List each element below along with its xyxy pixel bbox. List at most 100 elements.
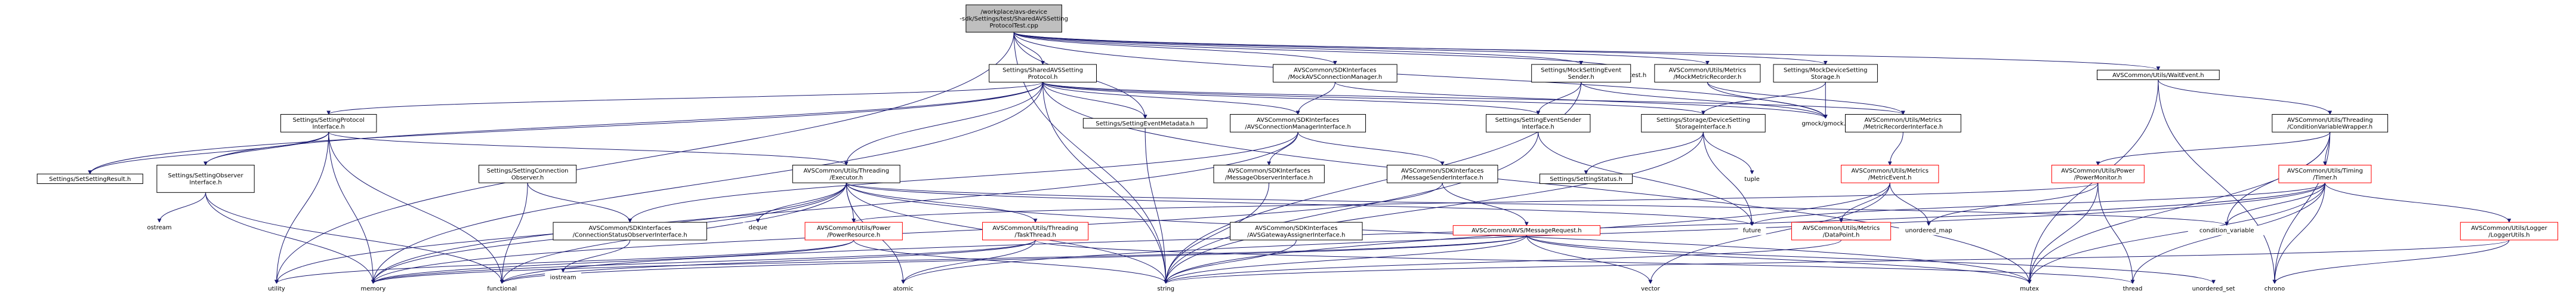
edge-connMgrIf-to-msgObserverIf — [1269, 132, 1298, 165]
node-mockMetricRec[interactable]: AVSCommon/Utils/Metrics/MockMetricRecord… — [1654, 64, 1761, 83]
node-gmock[interactable]: gmock/gmock.h — [1796, 118, 1856, 128]
edge-settingProtoIf-to-executor — [328, 131, 847, 165]
node-label: AVSCommon/SDKInterfaces — [1257, 117, 1339, 124]
node-label: string — [1157, 285, 1174, 292]
node-loggerUtils[interactable]: AVSCommon/Utils/Logger/LoggerUtils.h — [2460, 222, 2559, 241]
edge-executor-to-condVariable — [846, 182, 2226, 225]
node-box — [553, 222, 707, 241]
node-label: Settings/SettingEventMetadata.h — [1096, 121, 1195, 127]
node-tuple[interactable]: tuple — [1738, 174, 1766, 184]
node-label: /PowerMonitor.h — [2074, 175, 2122, 182]
node-messageRequest[interactable]: AVSCommon/AVS/MessageRequest.h — [1452, 225, 1601, 236]
node-connMgrIf[interactable]: AVSCommon/SDKInterfaces/AVSConnectionMan… — [1230, 114, 1366, 133]
node-label: Interface.h — [313, 124, 345, 131]
node-powerMonitor[interactable]: AVSCommon/Utils/Power/PowerMonitor.h — [2051, 164, 2145, 183]
node-label: /Timer.h — [2313, 175, 2337, 182]
node-label: AVSCommon/Utils/Metrics — [1803, 225, 1880, 232]
edge-metricEvent-to-unorderedMap — [1889, 183, 1929, 225]
node-waitEvent[interactable]: AVSCommon/Utils/WaitEvent.h — [2096, 69, 2220, 81]
node-string[interactable]: string — [1152, 283, 1180, 293]
node-future[interactable]: future — [1738, 225, 1766, 235]
edge-storageIf-to-future — [1702, 132, 1752, 225]
node-metricEvent[interactable]: AVSCommon/Utils/Metrics/MetricEvent.h — [1841, 164, 1939, 183]
node-connStatusObsIf[interactable]: AVSCommon/SDKInterfaces/ConnectionStatus… — [553, 222, 707, 241]
node-executor[interactable]: AVSCommon/Utils/Threading/Executor.h — [792, 164, 900, 183]
edge-root-to-waitEvent — [1013, 32, 2158, 70]
edge-sharedProto-to-eventSenderIf — [1042, 82, 1538, 115]
node-msgSenderIf[interactable]: AVSCommon/SDKInterfaces/MessageSenderInt… — [1387, 164, 1498, 183]
node-setResult[interactable]: Settings/SetSettingResult.h — [36, 173, 143, 184]
edge-root-to-utility — [277, 32, 1014, 284]
node-label: /TaskThread.h — [1014, 232, 1056, 238]
edge-sharedProto-to-storageIf — [1042, 82, 1704, 115]
node-box — [1387, 164, 1498, 183]
node-label: Sender.h — [1568, 74, 1594, 81]
node-label: ostream — [147, 225, 171, 231]
edge-sharedProto-to-executor — [846, 82, 1044, 165]
node-mockConnMgr[interactable]: AVSCommon/SDKInterfaces/MockAVSConnectio… — [1273, 64, 1397, 83]
node-root[interactable]: /workplace/avs-device-sdk/Settings/test/… — [960, 4, 1068, 33]
node-utility[interactable]: utility — [260, 283, 294, 293]
edge-eventSenderIf-to-future — [1538, 132, 1752, 225]
node-condVariable[interactable]: condition_variable — [2188, 225, 2266, 235]
edge-powerResource-to-memory — [373, 239, 854, 284]
node-powerResource[interactable]: AVSCommon/Utils/Power/PowerResource.h — [804, 222, 903, 241]
node-storageIf[interactable]: Settings/Storage/DeviceSettingStorageInt… — [1641, 114, 1766, 133]
node-ostream[interactable]: ostream — [140, 222, 178, 232]
node-box — [989, 64, 1097, 83]
node-taskThread[interactable]: AVSCommon/Utils/Threading/TaskThread.h — [982, 222, 1089, 241]
node-label: chrono — [2265, 285, 2285, 292]
edge-settingProtoIf-to-utility — [277, 132, 329, 284]
node-label: Settings/SharedAVSSetting — [1002, 67, 1083, 73]
node-metricRecIf[interactable]: AVSCommon/Utils/Metrics/MetricRecorderIn… — [1844, 114, 1961, 133]
node-box — [1634, 283, 1667, 293]
node-chrono[interactable]: chrono — [2258, 283, 2291, 293]
node-functional[interactable]: functional — [479, 283, 526, 293]
node-label: gmock/gmock.h — [1801, 121, 1849, 127]
edge-powerResource-to-string — [853, 239, 1166, 284]
edge-condVarWrapper-to-chrono — [2275, 132, 2331, 284]
node-timer[interactable]: AVSCommon/Utils/Timing/Timer.h — [2278, 164, 2372, 183]
node-box — [354, 283, 391, 293]
node-dataPoint[interactable]: AVSCommon/Utils/Metrics/DataPoint.h — [1791, 222, 1892, 241]
edge-settingObserverIf-to-ostream — [159, 192, 206, 222]
node-unorderedMap[interactable]: unordered_map — [1899, 225, 1959, 235]
node-label: Protocol.h — [1028, 74, 1058, 81]
node-box — [2014, 283, 2044, 293]
node-label: AVSCommon/AVS/MessageRequest.h — [1471, 228, 1582, 234]
node-label: AVSCommon/SDKInterfaces — [589, 225, 671, 232]
node-iostream[interactable]: iostream — [545, 272, 582, 282]
edge-gatewayAssigner-to-string — [1166, 239, 1297, 284]
edge-mockConnMgr-to-gmock — [1334, 82, 1825, 119]
node-settingStatus[interactable]: Settings/SettingStatus.h — [1540, 173, 1633, 184]
node-box — [260, 283, 294, 293]
edge-msgSenderIf-to-memory — [373, 183, 1443, 284]
node-memory[interactable]: memory — [354, 283, 391, 293]
edge-executor-to-taskThread — [846, 183, 1035, 222]
node-eventMetadata[interactable]: Settings/SettingEventMetadata.h — [1082, 118, 1208, 128]
node-gatewayAssigner[interactable]: AVSCommon/SDKInterfaces/AVSGatewayAssign… — [1230, 222, 1363, 241]
node-label: StorageInterface.h — [1676, 124, 1731, 131]
node-mutex[interactable]: mutex — [2014, 283, 2044, 293]
node-vector[interactable]: vector — [1634, 283, 1667, 293]
edge-root-to-mockConnMgr — [1013, 32, 1335, 64]
edge-metricRecIf-to-metricEvent — [1890, 132, 1904, 165]
node-thread[interactable]: thread — [2118, 283, 2148, 293]
edge-connObserver-to-connStatusObsIf — [527, 183, 630, 222]
node-label: Storage.h — [1811, 74, 1840, 81]
node-deque[interactable]: deque — [743, 222, 773, 232]
node-atomic[interactable]: atomic — [887, 283, 920, 293]
node-label: thread — [2123, 285, 2143, 292]
node-unorderedSet[interactable]: unordered_set — [2183, 283, 2244, 293]
node-condVarWrapper[interactable]: AVSCommon/Utils/Threading/ConditionVaria… — [2272, 114, 2389, 133]
node-msgObserverIf[interactable]: AVSCommon/SDKInterfaces/MessageObserverI… — [1213, 164, 1325, 183]
dependency-edges — [90, 32, 2509, 284]
edge-timer-to-mutex — [2029, 183, 2325, 284]
